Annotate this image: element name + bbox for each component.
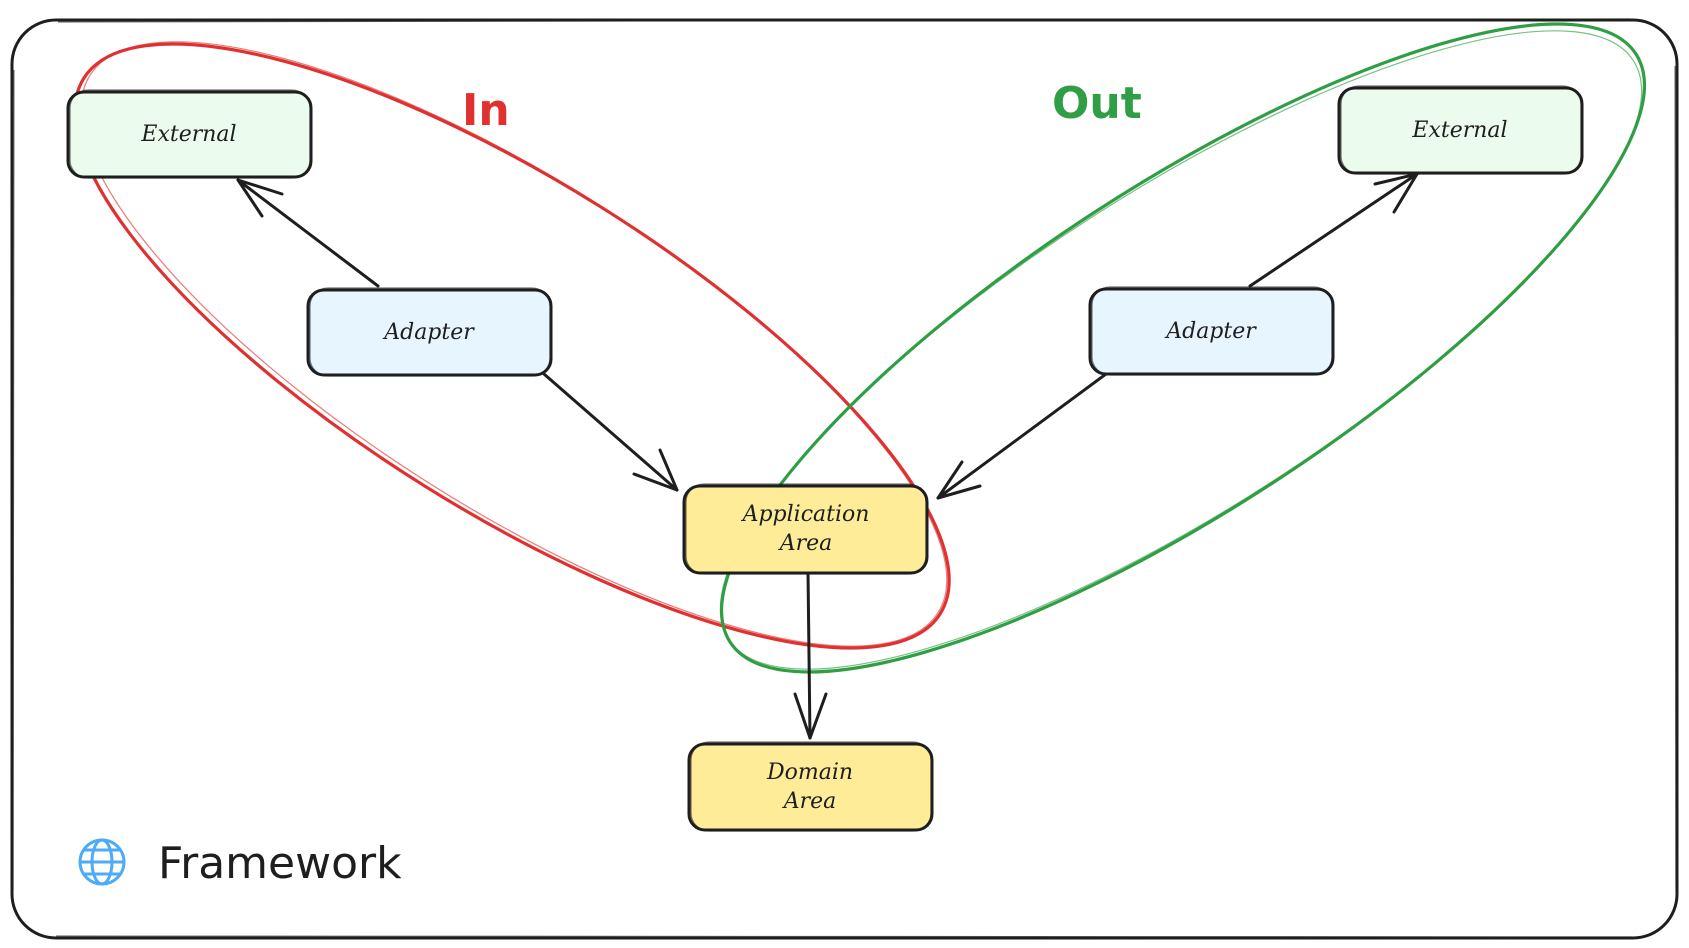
node-external-left[interactable]: External xyxy=(66,89,313,179)
arrow-adapter-left-to-external-left xyxy=(236,178,380,288)
node-domain-area[interactable]: Domain Area xyxy=(687,741,934,832)
globe-icon xyxy=(78,838,126,886)
node-external-left-label: External xyxy=(140,122,236,147)
node-external-right[interactable]: External xyxy=(1337,85,1584,175)
framework-frame-sketch-line xyxy=(12,18,1677,938)
group-out-ellipse xyxy=(719,22,1646,674)
group-out-label: Out xyxy=(1052,78,1142,129)
node-adapter-right[interactable]: Adapter xyxy=(1088,286,1335,376)
node-adapter-right-label: Adapter xyxy=(1164,319,1257,344)
node-adapter-left[interactable]: Adapter xyxy=(306,287,553,377)
group-in-label: In xyxy=(462,85,510,136)
node-domain-area-label-line1: Domain xyxy=(766,760,853,785)
node-external-right-label: External xyxy=(1411,118,1507,143)
node-application-area-label-line1: Application xyxy=(741,502,870,527)
arrow-adapter-right-to-application-area xyxy=(936,372,1108,500)
node-domain-area-label-line2: Area xyxy=(782,789,837,814)
node-application-area[interactable]: Application Area xyxy=(682,483,929,575)
arrow-adapter-right-to-external-right xyxy=(1248,172,1419,288)
framework-label: Framework xyxy=(158,838,402,889)
arrow-application-area-to-domain-area xyxy=(793,570,828,740)
group-in-ellipse xyxy=(73,41,951,650)
arrow-adapter-left-to-application-area xyxy=(542,372,679,492)
node-adapter-left-label: Adapter xyxy=(382,320,475,345)
node-application-area-label-line2: Area xyxy=(778,531,833,556)
